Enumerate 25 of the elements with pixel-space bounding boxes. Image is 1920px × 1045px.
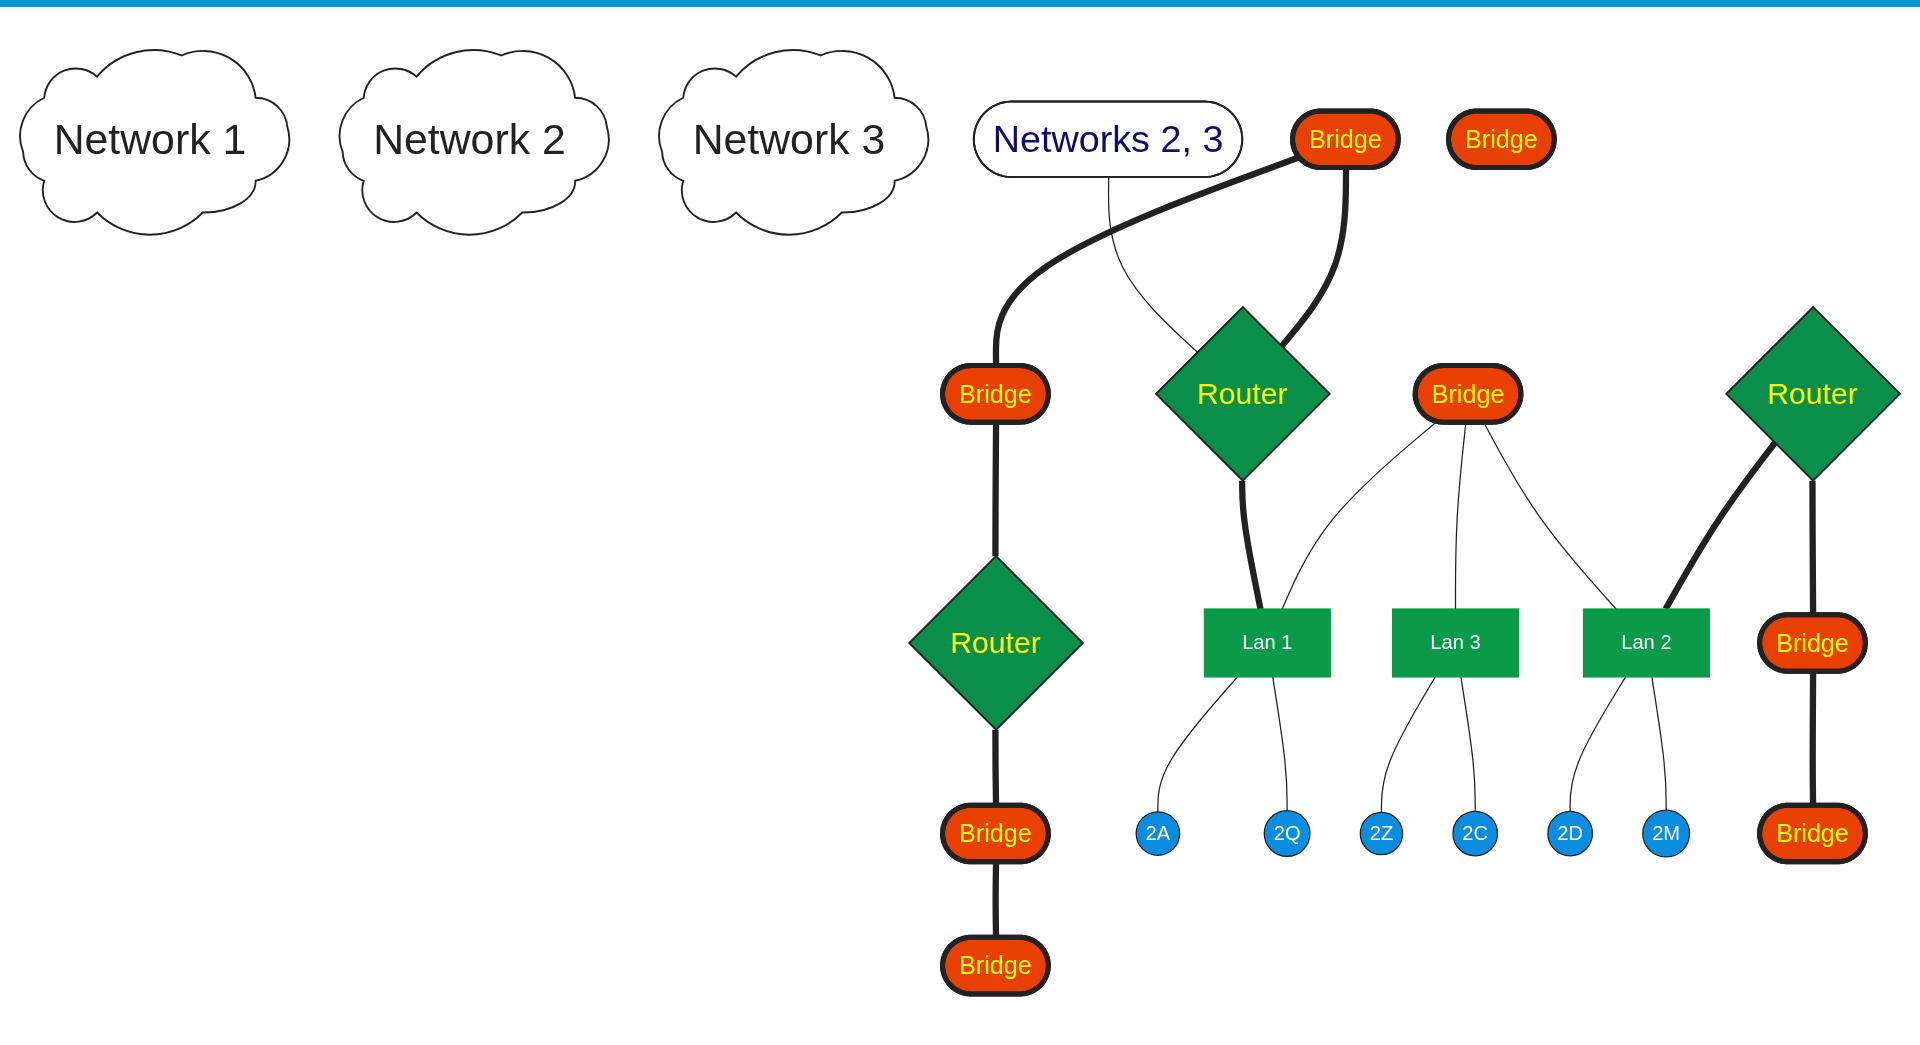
connector [1239, 480, 1264, 610]
connector [1651, 676, 1667, 811]
node-circle: 2D [1547, 810, 1594, 857]
node-circle: 2M [1642, 809, 1691, 858]
connector [1380, 676, 1436, 813]
connector [1272, 676, 1288, 812]
node-diamond: Router [1154, 305, 1331, 483]
connector [1662, 441, 1778, 611]
connector [1279, 168, 1350, 349]
connector [1107, 177, 1198, 353]
node-diamond: Router [907, 554, 1085, 732]
node-diamond: Router [1724, 305, 1902, 483]
node-circle: 2Z [1359, 811, 1404, 856]
connector [1281, 421, 1438, 610]
node-circle: 2A [1135, 811, 1181, 856]
connector [1157, 676, 1239, 813]
node-box: Lan 3 [1391, 608, 1520, 678]
node-box: Lan 2 [1582, 608, 1710, 678]
connector [1809, 671, 1817, 806]
connector [1569, 676, 1627, 812]
node-box: Lan 1 [1203, 608, 1331, 678]
connector [1460, 676, 1476, 812]
connector [992, 422, 1000, 557]
node-circle: 2Q [1263, 810, 1311, 858]
node-circle: 2C [1452, 810, 1499, 857]
